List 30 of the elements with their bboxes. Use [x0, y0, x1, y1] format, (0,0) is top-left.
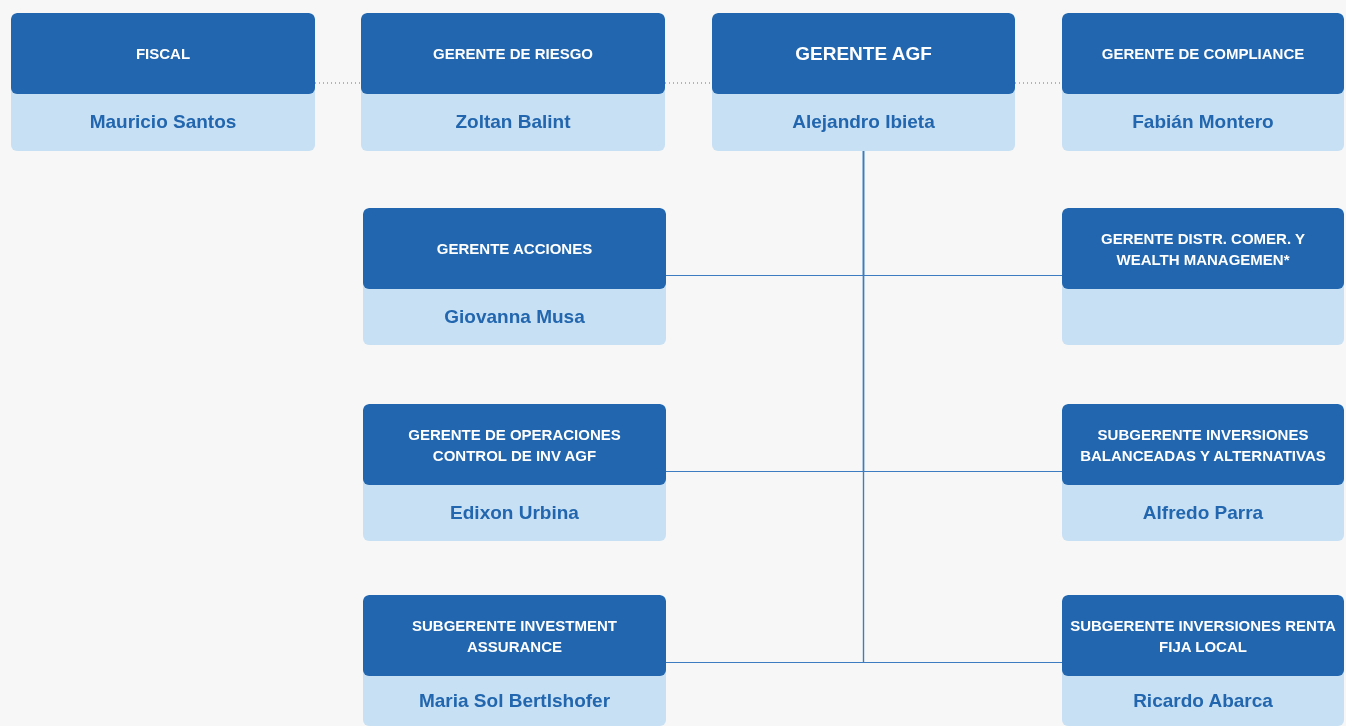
org-card [363, 595, 666, 726]
org-card [712, 13, 1015, 151]
role-title-band: GERENTE ACCIONES [363, 208, 666, 289]
role-title-band: GERENTE DE COMPLIANCE [1062, 13, 1344, 94]
org-card [11, 13, 315, 151]
org-card [363, 404, 666, 541]
person-name: Alejandro Ibieta [792, 110, 935, 135]
person-name: Giovanna Musa [444, 304, 585, 329]
org-card [361, 13, 665, 151]
person-name: Zoltan Balint [455, 110, 571, 135]
org-card [363, 208, 666, 345]
role-title-band: SUBGERENTE INVESTMENT ASSURANCE [363, 595, 666, 676]
org-card [1062, 595, 1344, 726]
person-name: Maria Sol Bertlshofer [418, 688, 611, 713]
person-name: Edixon Urbina [450, 500, 579, 525]
person-name: Fabián Montero [1132, 110, 1274, 135]
role-title-band: GERENTE DE OPERACIONES CONTROL DE INV AGF [363, 404, 666, 485]
org-card [1062, 13, 1344, 151]
org-card [1062, 208, 1344, 345]
org-card [1062, 404, 1344, 541]
person-name: Alfredo Parra [1142, 500, 1264, 525]
person-name: Mauricio Santos [89, 110, 237, 135]
person-name: Ricardo Abarca [1133, 688, 1273, 713]
role-title-band: GERENTE DISTR. COMER. Y WEALTH MANAGEMEN* [1062, 208, 1344, 289]
role-title-band: SUBGERENTE INVERSIONES BALANCEADAS Y ALTERNATIVAS [1062, 404, 1344, 485]
role-title-band: GERENTE DE RIESGO [361, 13, 665, 94]
connector-line [862, 150, 1063, 664]
role-title-band: GERENTE AGF [712, 13, 1015, 94]
role-title-band: FISCAL [11, 13, 315, 94]
role-title-band: SUBGERENTE INVERSIONES RENTA FIJA LOCAL [1062, 595, 1344, 676]
